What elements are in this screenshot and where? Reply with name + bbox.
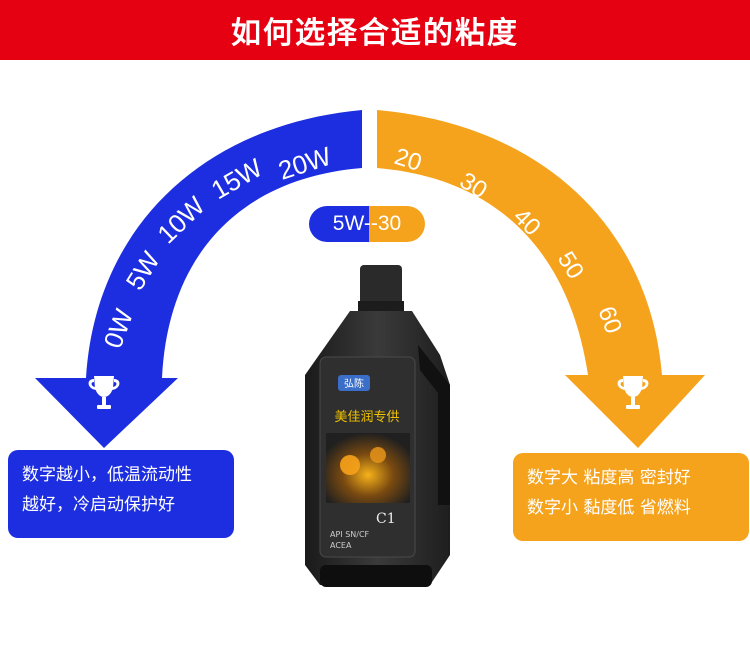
trophy-icon-right xyxy=(617,376,649,409)
low-number-info-box: 数字越小，低温流动性 越好，冷启动保护好 xyxy=(8,450,234,538)
left-box-line-1: 数字越小，低温流动性 xyxy=(22,465,192,485)
oil-bottle-image: 弘陈 美佳润专供 C1 API SN/CF ACEA xyxy=(305,265,450,587)
grade-pill-text: 5W--30 xyxy=(332,212,402,235)
grade-pill: 5W--30 xyxy=(309,206,425,242)
bottle-grade-code: C1 xyxy=(376,511,396,527)
page-title: 如何选择合适的粘度 xyxy=(231,16,519,51)
bottle-brand: 弘陈 xyxy=(344,377,364,390)
title-banner: 如何选择合适的粘度 xyxy=(0,0,750,60)
bottle-acea-line: ACEA xyxy=(330,541,352,550)
left-box-line-2: 越好，冷启动保护好 xyxy=(22,495,175,515)
high-number-info-box: 数字大 粘度高 密封好 数字小 黏度低 省燃料 xyxy=(513,453,749,541)
blue-arc-arrow xyxy=(35,110,362,448)
orange-arc-arrow xyxy=(377,110,705,448)
bottle-tagline: 美佳润专供 xyxy=(334,410,399,425)
bottle-spec-line: API SN/CF xyxy=(330,530,370,539)
trophy-icon-left xyxy=(88,376,120,409)
right-box-line-2: 数字小 黏度低 省燃料 xyxy=(527,498,691,518)
right-box-line-1: 数字大 粘度高 密封好 xyxy=(527,468,691,488)
